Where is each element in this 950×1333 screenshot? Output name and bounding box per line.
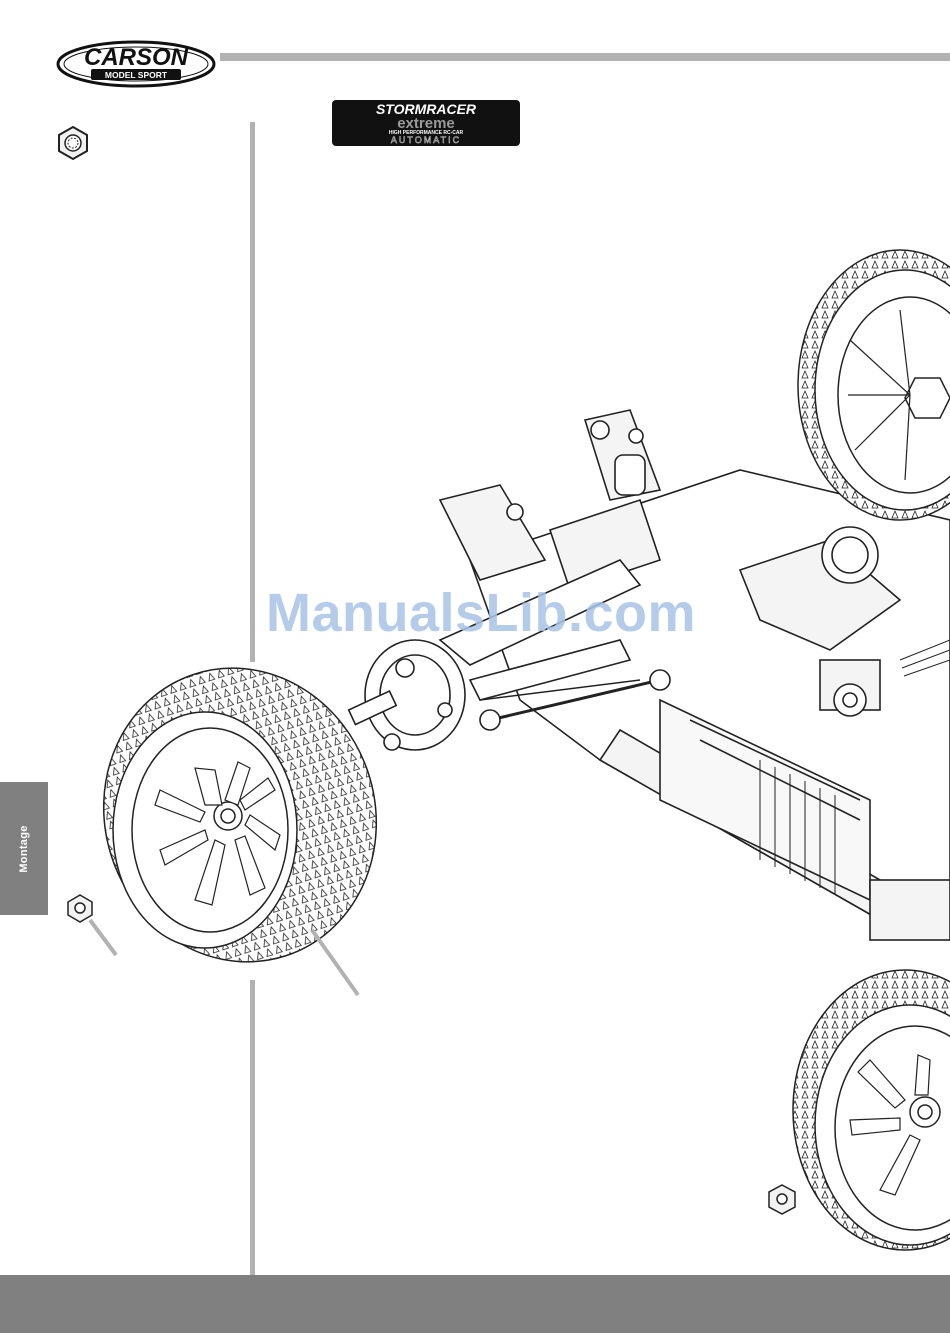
hex-nut-icon bbox=[769, 1185, 795, 1214]
wheel-front-right bbox=[793, 970, 950, 1250]
wheel-rear-right bbox=[798, 250, 950, 520]
watermark: ManualsLib.com bbox=[266, 582, 696, 644]
hex-nut-icon bbox=[68, 895, 92, 922]
wheel-front-left bbox=[66, 633, 414, 998]
callout-line bbox=[90, 920, 116, 955]
callout-line bbox=[312, 930, 358, 995]
footer-bar bbox=[0, 1275, 950, 1333]
